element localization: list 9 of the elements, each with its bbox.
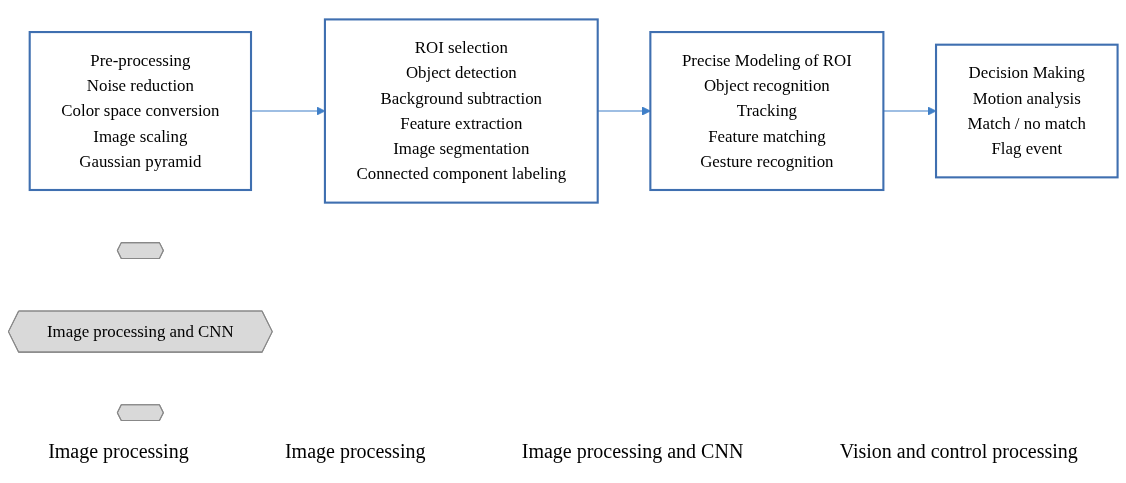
node-box: Decision Making Motion analysis Match / no match Flag event xyxy=(934,43,1119,179)
stage-label: Image processing and CNN xyxy=(521,440,744,463)
node-box: ROI selection Object detection Background subtraction Feature extraction Image segmentation Connected component labeling xyxy=(323,18,599,204)
stage-label: Vision and control processing xyxy=(839,440,1078,463)
node-box: Precise Modeling of ROI Object recognition Tracking Feature matching Gesture recognition xyxy=(649,31,885,192)
stage-label: Image processing xyxy=(284,440,426,463)
stage-label: Image processing xyxy=(48,440,189,463)
arrow xyxy=(597,106,651,116)
node-box: Pre-processing Noise reduction Color space conversion Image scaling Gaussian pyramid xyxy=(28,31,253,192)
